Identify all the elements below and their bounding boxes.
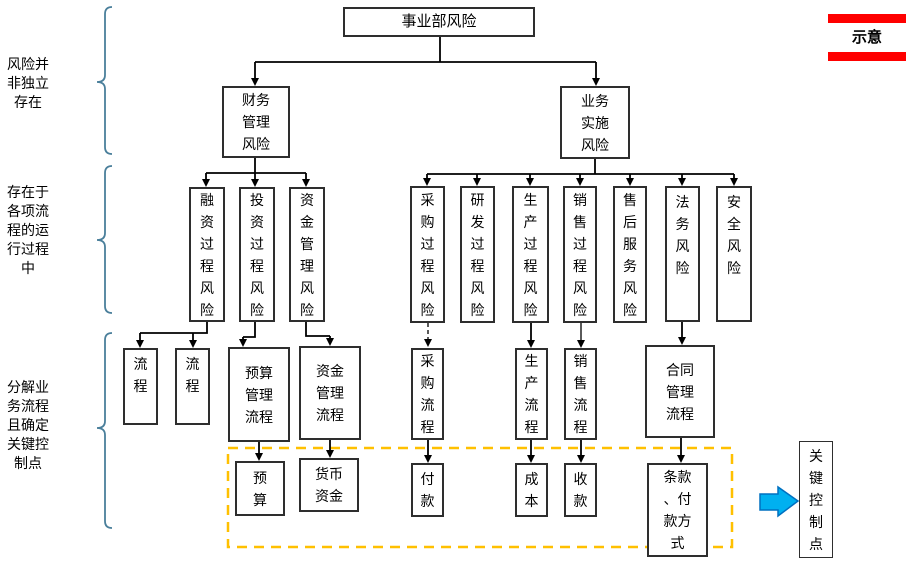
side-label-1: 风险并非独立存在	[7, 56, 49, 110]
key-control-dashed-region	[226, 446, 734, 549]
node-monetary-funds-label: 货币资金	[315, 466, 343, 504]
node-terms-payment-label: 条款、付款方式	[663, 469, 692, 551]
connectors-finance-bus	[202, 158, 310, 187]
side-label-3: 分解业务流程且确定关键控制点	[7, 379, 49, 471]
node-financing-risk-label: 融资过程风险	[200, 191, 214, 318]
node-capital-mgmt-risk: 资金管理风险	[289, 187, 325, 322]
brace-1-icon	[96, 6, 113, 155]
node-production-risk-label: 生产过程风险	[523, 191, 538, 318]
node-aftersales-risk: 售后服务风险	[613, 186, 647, 323]
node-aftersales-risk-label: 售后服务风险	[623, 191, 637, 318]
node-budget: 预算	[235, 461, 285, 516]
node-budget-mgmt-flow: 预算管理流程	[228, 347, 290, 442]
node-receipt: 收款	[564, 463, 597, 517]
node-financing-risk: 融资过程风险	[189, 187, 225, 322]
node-production-flow-label: 生产流程	[524, 353, 539, 435]
node-investment-risk: 投资过程风险	[239, 187, 275, 322]
node-payment-label: 付款	[420, 471, 435, 509]
node-flow-b: 流程	[175, 348, 210, 425]
node-rnd-risk: 研发过程风险	[460, 186, 495, 323]
node-key-control-point: 关键控制点	[799, 441, 833, 558]
legend-bottom-bar	[828, 52, 906, 61]
node-procurement-flow-label: 采购流程	[420, 353, 435, 435]
node-business-risk-label: 业务实施风险	[581, 92, 609, 153]
node-contract-mgmt-flow-label: 合同管理流程	[666, 361, 694, 422]
connectors-top	[251, 37, 600, 86]
node-cost-label: 成本	[524, 471, 539, 509]
connectors-business-bus	[423, 159, 738, 186]
key-control-arrow-icon	[759, 485, 800, 518]
node-production-flow: 生产流程	[515, 348, 548, 440]
legend-label: 示意	[851, 29, 882, 46]
connectors-level4-level5	[255, 438, 685, 463]
node-terms-payment: 条款、付款方式	[647, 463, 708, 557]
node-rnd-risk-label: 研发过程风险	[470, 191, 485, 318]
node-root: 事业部风险	[343, 7, 535, 37]
side-label-2: 存在于各项流程的运行过程中	[7, 184, 49, 276]
node-finance-risk-label: 财务管理风险	[242, 92, 270, 152]
node-flow-a: 流程	[123, 348, 158, 425]
node-flow-a-label: 流程	[133, 356, 148, 394]
brace-2-icon	[96, 165, 113, 314]
node-flow-b-label: 流程	[185, 356, 200, 394]
node-capital-mgmt-risk-label: 资金管理风险	[300, 191, 314, 318]
node-production-risk: 生产过程风险	[512, 186, 549, 323]
node-procurement-flow: 采购流程	[411, 348, 444, 440]
node-legal-risk-label: 法务风险	[675, 194, 690, 276]
node-capital-mgmt-flow: 资金管理流程	[299, 346, 361, 440]
node-budget-mgmt-flow-label: 预算管理流程	[245, 364, 273, 425]
node-procurement-risk-label: 采购过程风险	[420, 191, 435, 318]
node-receipt-label: 收款	[573, 471, 588, 509]
node-cost: 成本	[515, 463, 548, 517]
node-payment: 付款	[411, 463, 444, 517]
node-sales-flow-label: 销售流程	[573, 353, 588, 435]
brace-3-icon	[96, 332, 113, 529]
node-procurement-risk: 采购过程风险	[410, 186, 445, 323]
node-sales-flow: 销售流程	[564, 348, 597, 440]
node-key-control-point-label: 关键控制点	[809, 447, 823, 552]
legend-top-bar	[828, 14, 906, 23]
brace-icons	[96, 6, 113, 529]
node-monetary-funds: 货币资金	[299, 458, 359, 512]
node-sales-risk: 销售过程风险	[563, 186, 597, 323]
node-business-risk: 业务实施风险	[560, 86, 630, 159]
node-capital-mgmt-flow-label: 资金管理流程	[316, 363, 344, 423]
node-contract-mgmt-flow: 合同管理流程	[645, 345, 715, 438]
node-safety-risk: 安全风险	[716, 186, 752, 322]
node-root-label: 事业部风险	[401, 13, 477, 30]
node-sales-risk-label: 销售过程风险	[573, 191, 587, 318]
node-safety-risk-label: 安全风险	[727, 194, 741, 276]
node-investment-risk-label: 投资过程风险	[250, 191, 264, 318]
node-finance-risk: 财务管理风险	[222, 86, 290, 158]
node-budget-label: 预算	[253, 469, 267, 508]
node-legal-risk: 法务风险	[665, 186, 700, 322]
connectors-level3-level4	[136, 322, 686, 348]
